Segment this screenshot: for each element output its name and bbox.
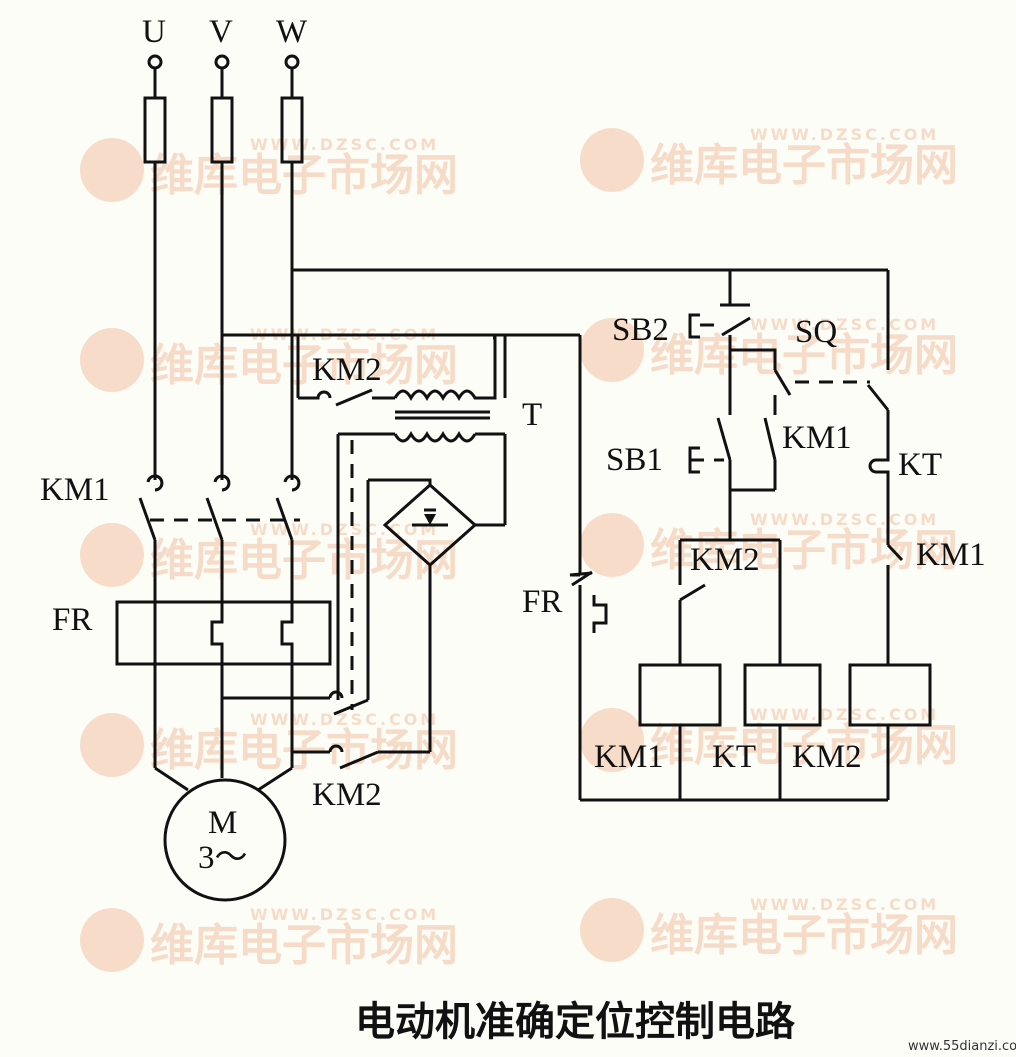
watermark-logo-6: 维库电子市场网 WWW.DZSC.COM (580, 510, 958, 577)
watermark-url: WWW.DZSC.COM (750, 510, 939, 529)
control-supply-bus (222, 268, 888, 337)
control-circuit (569, 270, 932, 802)
coil-km1 (638, 663, 722, 727)
km1-main-contacts (138, 474, 301, 602)
watermark-logo-8: 维库电子市场网 WWW.DZSC.COM (580, 705, 958, 772)
motor (163, 778, 287, 902)
watermark-brand: 维库电子市场网 (650, 140, 958, 191)
watermark-group: 维库电子市场网 WWW.DZSC.COM 维库电子市场网 WWW.DZSC.CO… (80, 125, 958, 972)
watermark-brand: 维库电子市场网 (650, 525, 958, 576)
watermark-url: WWW.DZSC.COM (250, 905, 439, 924)
watermark-logo-4: 维库电子市场网 WWW.DZSC.COM (580, 315, 958, 382)
motor-m-label: M (208, 805, 237, 841)
km1-main-label: KM1 (40, 472, 110, 508)
watermark-brand: 维库电子市场网 (650, 720, 958, 771)
km2-bottom-label: KM2 (312, 777, 382, 813)
coil-km2-label: KM2 (792, 739, 862, 775)
phase-u-label: U (142, 14, 166, 50)
km2-top-label: KM2 (312, 352, 382, 388)
km1-aux-label: KM1 (782, 420, 852, 456)
watermark-brand: 维库电子市场网 (150, 920, 458, 971)
watermark-brand: 维库电子市场网 (650, 910, 958, 961)
watermark-url: WWW.DZSC.COM (250, 135, 439, 154)
watermark-url: WWW.DZSC.COM (250, 520, 439, 539)
fr-ctrl-label: FR (522, 584, 562, 620)
phase-v-label: V (209, 14, 233, 50)
bridge-rectifier (336, 434, 505, 752)
main-power-lines (143, 54, 304, 480)
site-watermark: www.55dianzi.com (908, 1039, 1016, 1054)
sb2-label: SB2 (612, 312, 669, 348)
coil-km1-label: KM1 (594, 739, 664, 775)
kt-contact-label: KT (898, 447, 942, 483)
coil-kt (743, 663, 822, 727)
watermark-brand: 维库电子市场网 (150, 340, 458, 391)
watermark-brand: 维库电子市场网 (150, 535, 458, 586)
thermal-relay-fr (115, 600, 332, 666)
watermark-logo-7: 维库电子市场网 WWW.DZSC.COM (80, 710, 458, 777)
fr-main-label: FR (52, 602, 92, 638)
motor-phase-label: 3～ (198, 840, 248, 876)
diagram-caption: 电动机准确定位控制电路 (355, 999, 796, 1045)
watermark-url: WWW.DZSC.COM (750, 705, 939, 724)
watermark-logo-2: 维库电子市场网 WWW.DZSC.COM (580, 125, 958, 192)
phase-w-label: W (276, 14, 308, 50)
watermark-url: WWW.DZSC.COM (750, 125, 939, 144)
sq-label: SQ (795, 314, 837, 350)
km1-interlock-label: KM1 (916, 537, 986, 573)
watermark-logo-5: 维库电子市场网 WWW.DZSC.COM (80, 520, 458, 587)
transformer-t (338, 335, 507, 525)
coil-km2 (848, 663, 932, 727)
watermark-logo-1: 维库电子市场网 WWW.DZSC.COM (80, 135, 458, 202)
watermark-url: WWW.DZSC.COM (750, 315, 939, 334)
watermark-logo-10: 维库电子市场网 WWW.DZSC.COM (580, 895, 958, 962)
watermark-url: WWW.DZSC.COM (750, 895, 939, 914)
watermark-url: WWW.DZSC.COM (250, 710, 439, 729)
watermark-brand: 维库电子市场网 (150, 150, 458, 201)
coil-kt-label: KT (712, 739, 756, 775)
km2-top-contact (296, 335, 395, 407)
km2-bottom-contacts (328, 690, 430, 770)
motor-feed (153, 664, 330, 792)
km2-aux-label: KM2 (690, 542, 760, 578)
watermark-brand: 维库电子市场网 (650, 330, 958, 381)
sb1-label: SB1 (606, 442, 663, 478)
transformer-label: T (522, 397, 542, 433)
watermark-logo-9: 维库电子市场网 WWW.DZSC.COM (80, 905, 458, 972)
